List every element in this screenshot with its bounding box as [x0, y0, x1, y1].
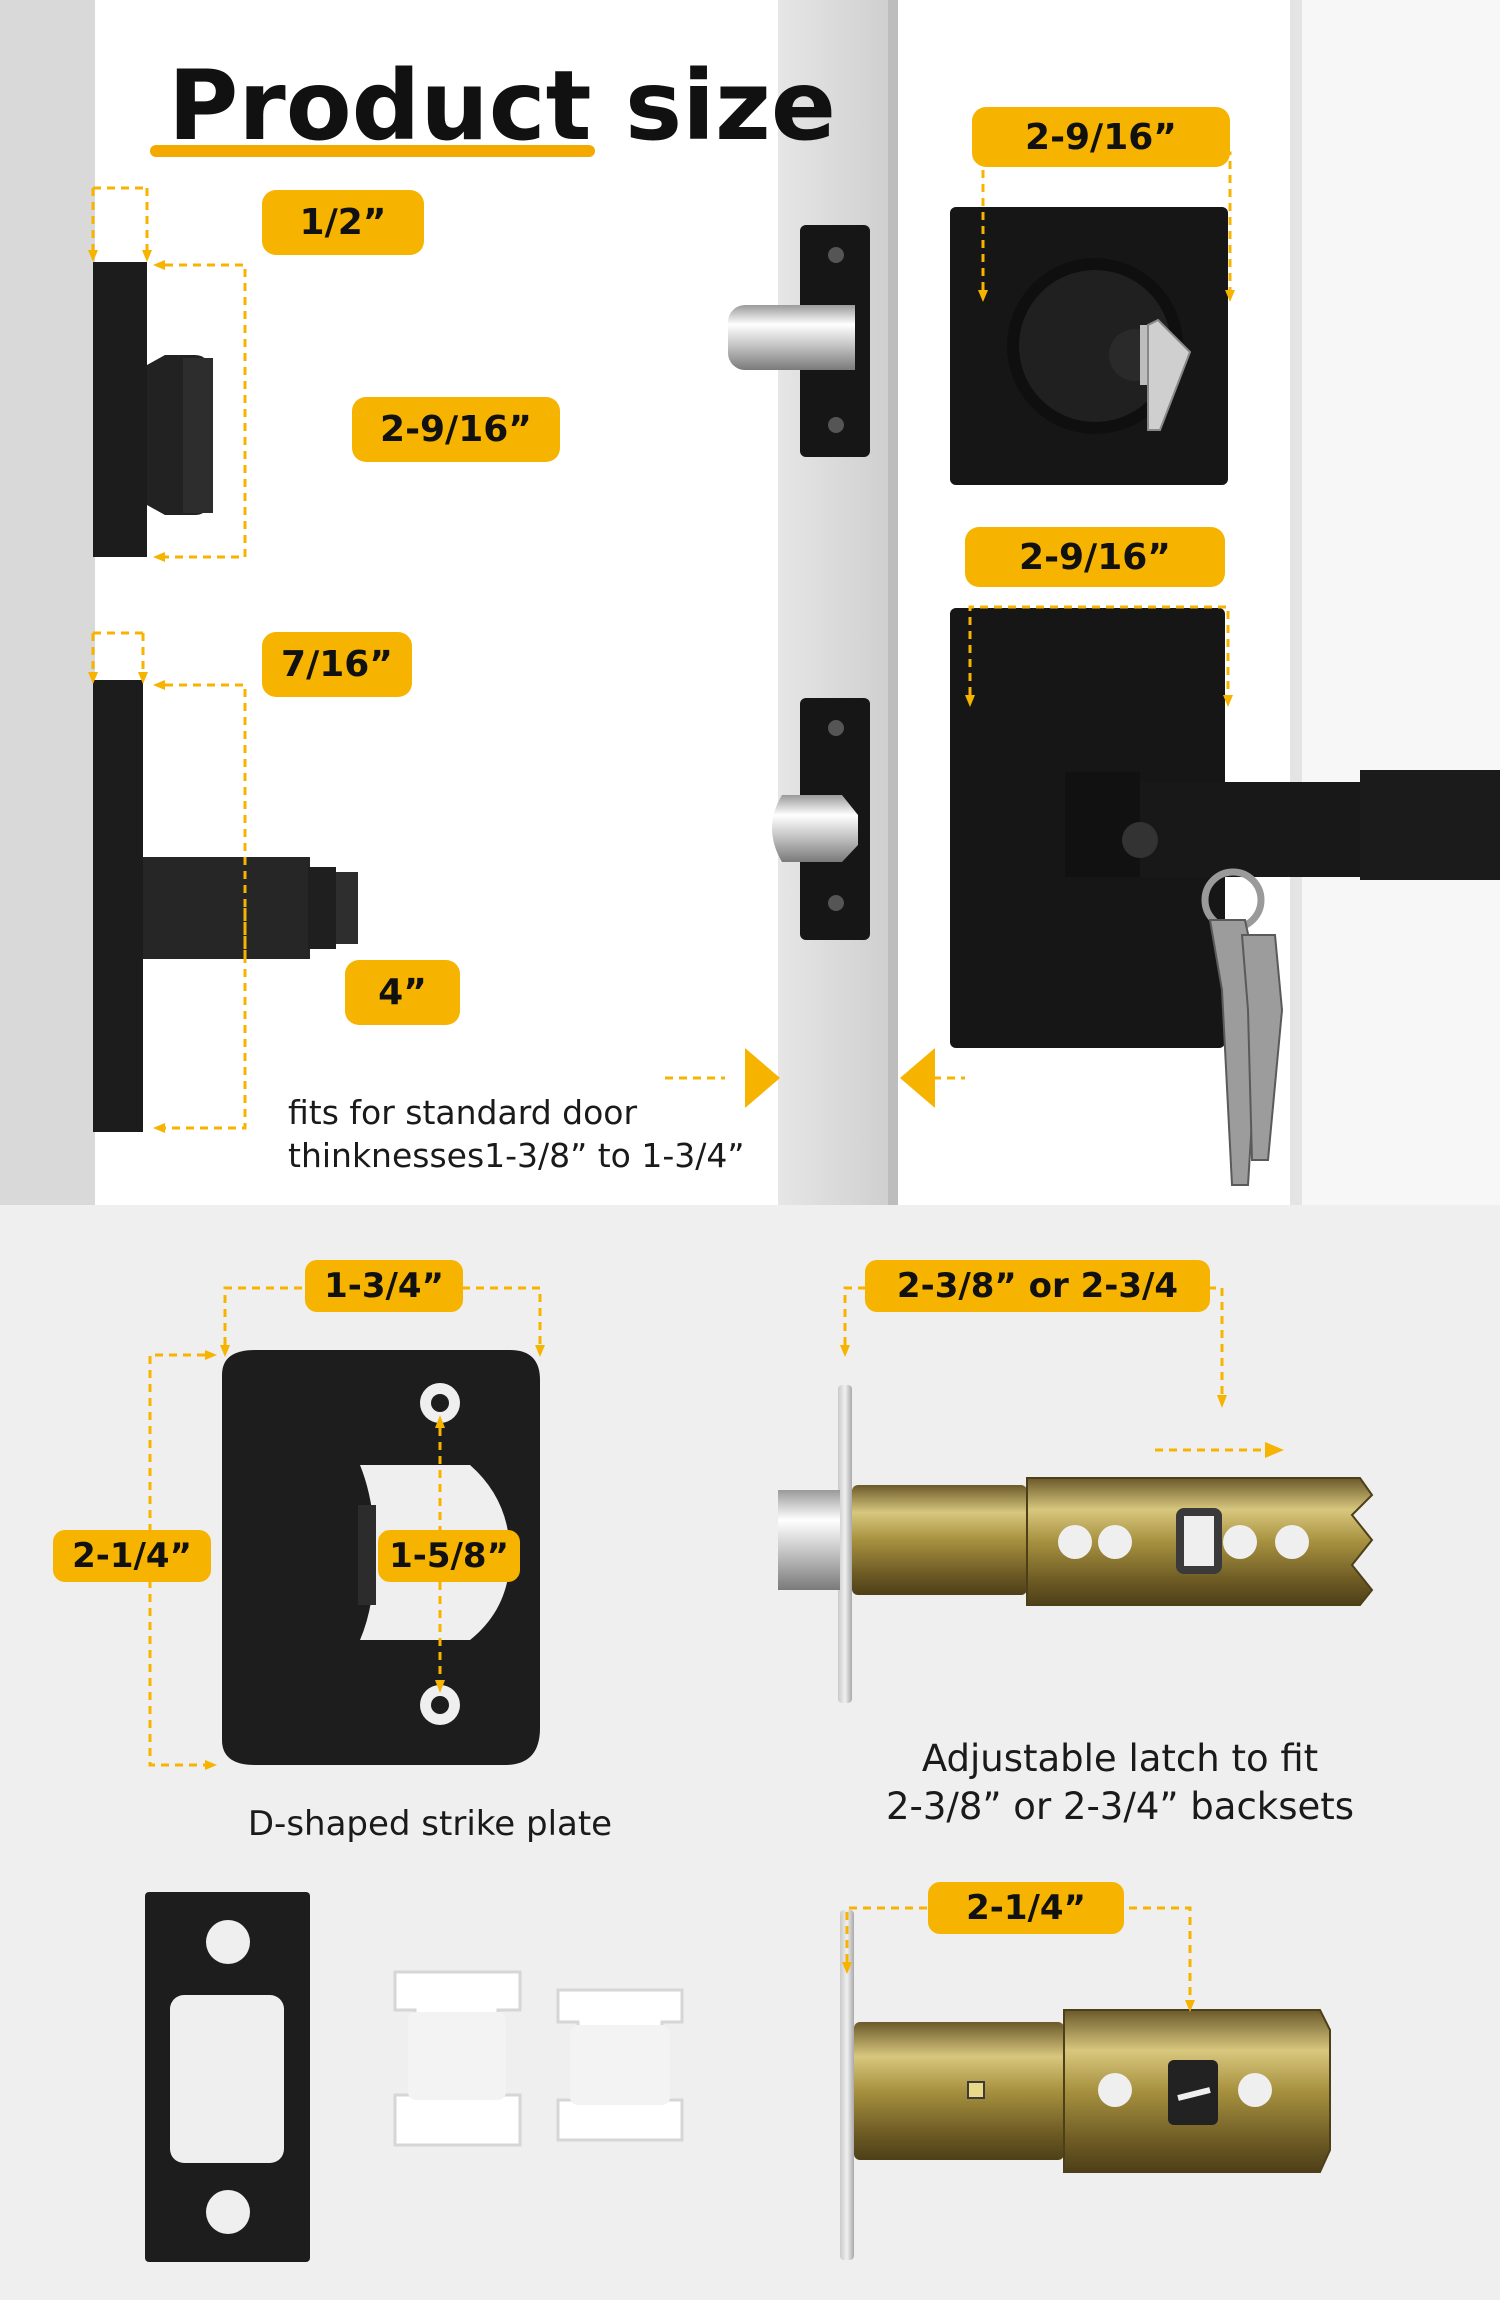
badge-strike-width: 1-3/4” [305, 1260, 463, 1312]
square-strike-plate [145, 1892, 310, 2262]
door-note-line-2: thinknesses1-3/8” to 1-3/4” [288, 1135, 745, 1175]
left-guide-arrows [88, 250, 165, 1133]
title-underline [150, 145, 595, 157]
badge-lever-thickness: 7/16” [262, 632, 412, 697]
adjustable-latch-arrows [840, 1345, 1284, 1458]
badge-strike-hole-spacing: 1-5/8” [378, 1530, 520, 1582]
adjustable-latch-caption-line-2: 2-3/8” or 2-3/4” backsets [885, 1785, 1355, 1829]
door-thickness-note: fits for standard door thinknesses1-3/8”… [288, 1092, 744, 1178]
lever-side-profile [93, 680, 358, 1132]
deadbolt-front [950, 207, 1228, 485]
badge-adjustable-latch-length: 2-3/8” or 2-3/4 [865, 1260, 1210, 1312]
lever-latch [772, 698, 870, 940]
adjustable-latch-caption: Adjustable latch to fit 2-3/8” or 2-3/4”… [800, 1735, 1440, 1831]
badge-lever-length: 4” [345, 960, 460, 1025]
door-note-line-1: fits for standard door [288, 1093, 638, 1132]
deadbolt-latch [840, 1910, 1331, 2260]
badge-deadbolt-width: 2-9/16” [972, 107, 1230, 167]
badge-strike-height: 2-1/4” [53, 1530, 211, 1582]
adjustable-latch-caption-line-1: Adjustable latch to fit [921, 1737, 1319, 1780]
badge-lever-rose-width: 2-9/16” [965, 527, 1225, 587]
plastic-spacers [393, 1970, 684, 2147]
left-dimension-guides [91, 186, 247, 1130]
page-title: Product size [168, 50, 836, 162]
strike-guide-arrows [205, 1345, 545, 1770]
strike-plate-caption: D-shaped strike plate [247, 1804, 613, 1844]
adjustable-latch [778, 1385, 1374, 1703]
badge-deadbolt-height: 2-9/16” [352, 397, 560, 462]
badge-deadbolt-thickness: 1/2” [262, 190, 424, 255]
deadbolt-latch-arrows [842, 1962, 1195, 2012]
deadbolt-bolt [728, 225, 870, 457]
deadbolt-side-profile [93, 262, 213, 557]
badge-deadbolt-latch-length: 2-1/4” [928, 1882, 1124, 1934]
door-edge [778, 0, 890, 1205]
top-right-guide-arrows [745, 290, 1235, 1108]
lever-front [950, 608, 1500, 1186]
